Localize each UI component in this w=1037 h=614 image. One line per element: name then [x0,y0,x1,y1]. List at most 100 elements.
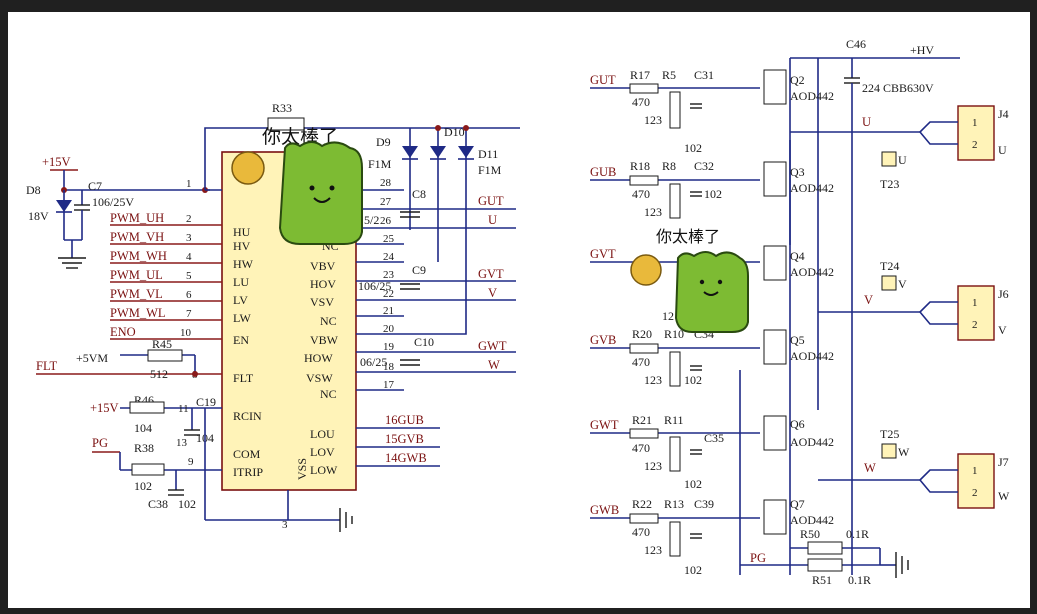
sticker-character [278,141,363,245]
svg-text:2: 2 [186,213,192,225]
diode-d10-symbol [430,146,446,158]
low-output-label: 16GUB [385,413,424,427]
svg-text:102: 102 [684,373,702,387]
svg-text:Q2: Q2 [790,73,805,87]
input-net: PWM_WL [110,306,166,320]
svg-text:6: 6 [186,289,192,301]
c46-value: 224 CBB630V [862,81,934,95]
input-pin-name: LV [233,293,248,307]
r38-ref: R38 [134,441,154,455]
svg-text:U: U [898,153,907,167]
svg-text:17: 17 [383,379,395,391]
svg-text:Q5: Q5 [790,333,805,347]
hv-label: +HV [910,43,934,57]
svg-text:12: 12 [662,309,674,323]
svg-text:NC: NC [320,387,337,401]
input-net: PWM_VH [110,230,164,244]
svg-text:J4: J4 [998,107,1009,121]
rcin-pin-name: RCIN [233,409,262,423]
gate-net-label: GVT [590,247,616,261]
pin1-number: 1 [186,178,192,190]
input-pin-name: EN [233,333,249,347]
svg-text:2: 2 [972,139,978,151]
gate-net-label: GVB [590,333,616,347]
svg-text:LOV: LOV [310,445,335,459]
svg-text:470: 470 [632,441,650,455]
d8-value: 18V [28,209,49,223]
low-output-label: 15GVB [385,432,424,446]
r46-value: 104 [134,421,152,435]
input-net: PWM_WH [110,249,167,263]
svg-text:26: 26 [380,215,392,227]
pg-net-label: PG [92,436,108,450]
gate-net-label: GUT [590,73,616,87]
svg-text:20: 20 [383,323,395,335]
svg-text:1: 1 [972,117,978,129]
input-net: ENO [110,325,136,339]
svg-text:123: 123 [644,543,662,557]
high-side-outputs: GUT U GVT V GWT W [404,194,516,373]
svg-text:470: 470 [632,95,650,109]
supply-15v-label: +15V [42,155,71,169]
svg-text:T23: T23 [880,177,899,191]
d9-ref: D9 [376,135,391,149]
svg-text:0.1R: 0.1R [846,527,869,541]
paper-background [8,12,1030,608]
c10-value: 06/25 [360,355,387,369]
svg-text:470: 470 [632,525,650,539]
svg-text:9: 9 [188,456,194,468]
input-pin-name: LW [233,311,251,325]
svg-text:VBW: VBW [310,333,339,347]
sticker-character [674,251,749,333]
svg-text:NC: NC [320,314,337,328]
svg-text:27: 27 [380,196,392,208]
svg-text:LOW: LOW [310,463,338,477]
c9-value: 106/25 [358,279,391,293]
svg-text:28: 28 [380,177,392,189]
svg-text:T24: T24 [880,259,899,273]
d11-value: F1M [478,163,502,177]
svg-text:Q6: Q6 [790,417,805,431]
input-net: PWM_UH [110,211,164,225]
out-gvt: GVT [478,267,504,281]
c19-ref: C19 [196,395,216,409]
r38-body [131,463,165,476]
svg-text:102: 102 [704,187,722,201]
c46-ref: C46 [846,37,866,51]
svg-text:Q3: Q3 [790,165,805,179]
svg-text:V: V [998,323,1007,337]
d11-ref: D11 [478,147,498,161]
svg-text:VSV: VSV [310,295,334,309]
svg-text:AOD442: AOD442 [790,435,834,449]
svg-text:Q7: Q7 [790,497,805,511]
input-net: PWM_VL [110,287,163,301]
svg-text:VSW: VSW [306,371,333,385]
c38-ref: C38 [148,497,168,511]
sticker-1: 你太棒了 [231,126,363,245]
svg-text:123: 123 [644,113,662,127]
svg-text:C31: C31 [694,68,714,82]
phase-outputs: U U T23 1 2 J4 U V V T24 1 2 J6 V W W [790,105,1010,509]
pg-label: PG [750,551,766,565]
svg-text:C35: C35 [704,431,724,445]
bootstrap-diodes: D9 F1M D10 D11 F1M [368,125,502,335]
gate-net-label: GUB [590,165,616,179]
svg-text:R5: R5 [662,68,676,82]
svg-text:11: 11 [178,403,189,415]
input-pin-name: HV [233,239,251,253]
svg-text:J6: J6 [998,287,1009,301]
sticker-caption: 你太棒了 [262,126,338,148]
svg-text:5: 5 [186,270,192,282]
svg-text:2: 2 [972,319,978,331]
svg-text:HOV: HOV [310,277,336,291]
svg-text:19: 19 [383,341,395,353]
c7-value: 106/25V [92,195,134,209]
svg-text:R21: R21 [632,413,652,427]
svg-text:W: W [998,489,1010,503]
svg-text:3: 3 [186,232,192,244]
plus5vm-label: +5VM [76,351,108,365]
svg-text:123: 123 [644,373,662,387]
c8-ref: C8 [412,187,426,201]
r45-body [147,349,183,362]
svg-text:3: 3 [282,519,288,531]
